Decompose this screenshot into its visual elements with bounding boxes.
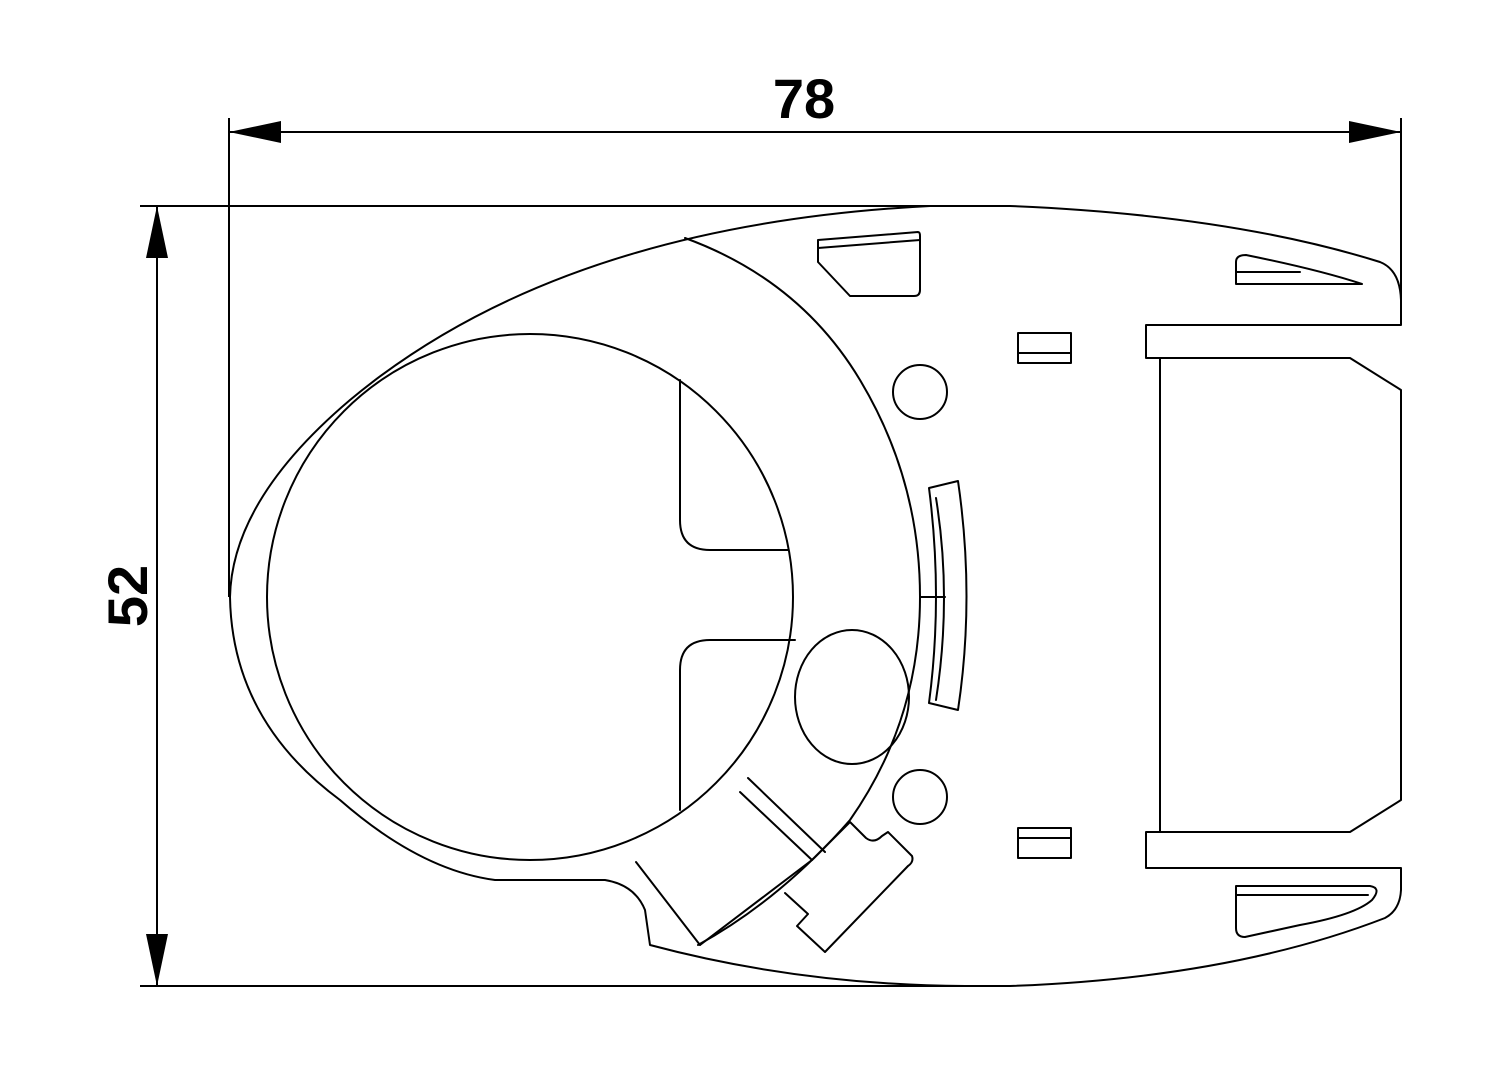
bore-rib-upper	[679, 379, 789, 551]
height-arrow-bottom	[146, 934, 168, 986]
outer-contour	[229, 205, 1402, 987]
bottom-wedge	[1235, 885, 1378, 938]
upper-hole	[892, 364, 948, 420]
latch-clip	[784, 821, 914, 953]
part-outline	[229, 205, 1402, 987]
height-dimension: 52	[96, 205, 970, 987]
ring-boundary	[684, 237, 921, 946]
latch-link	[699, 859, 813, 946]
main-bore	[266, 333, 794, 861]
arc-slot-inner	[935, 497, 945, 701]
right-slot	[1159, 357, 1402, 833]
arc-slot	[928, 480, 968, 711]
width-dimension-label: 78	[773, 67, 835, 130]
lower-rect-slot	[1017, 827, 1072, 859]
top-wedge	[1235, 254, 1363, 285]
width-dimension: 78	[228, 67, 1402, 597]
height-arrow-top	[146, 206, 168, 258]
height-dimension-label: 52	[96, 565, 159, 627]
top-tab	[817, 231, 921, 297]
lower-hole	[892, 769, 948, 825]
top-tab-line	[817, 239, 921, 249]
upper-rect-slot	[1017, 332, 1072, 364]
bore-rib-lower	[679, 639, 796, 811]
lobe-circle	[794, 629, 910, 765]
width-arrow-left	[229, 121, 281, 143]
width-arrow-right	[1349, 121, 1401, 143]
latch-arm	[635, 777, 826, 946]
